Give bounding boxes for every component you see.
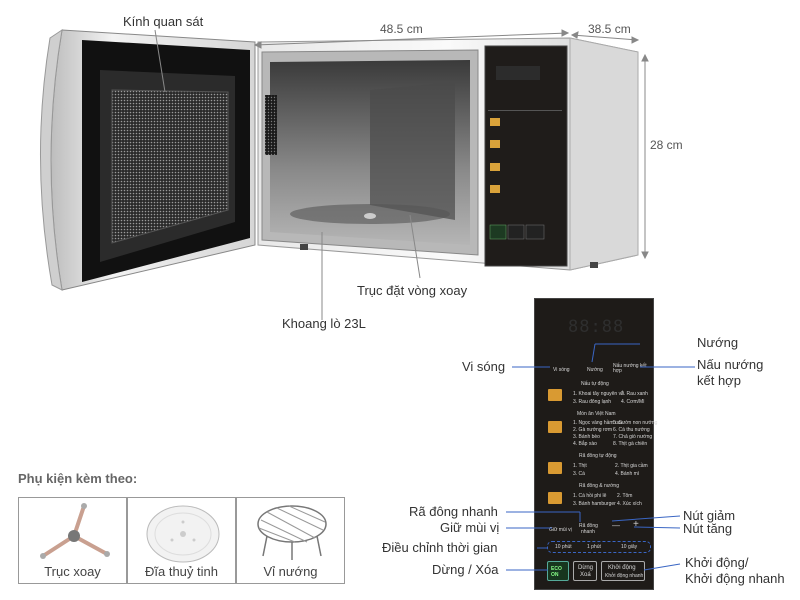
callout-increase: Nút tăng <box>683 521 733 536</box>
callout-grill: Nướng <box>697 335 739 350</box>
panel-mode-microwave[interactable]: Vi sóng <box>553 367 570 373</box>
defrost-cook-item: 1. Cá hồi phi lê <box>573 493 607 499</box>
callout-start-1: Khởi động/ <box>685 555 749 570</box>
panel-time-1min[interactable]: 1 phút <box>587 544 601 550</box>
auto-cook-item: 3. Rau đông lạnh <box>573 399 612 405</box>
auto-defrost-icon[interactable] <box>548 462 562 474</box>
auto-defrost-item: 4. Bánh mì <box>615 471 640 477</box>
control-panel-closeup: 88:88 Vi sóng Nướng Nấu nướng kết hợp Nấ… <box>534 298 658 590</box>
cavity-label: Khoang lò 23L <box>282 316 366 331</box>
panel-time-10min[interactable]: 10 phút <box>555 544 572 550</box>
accessory-turntable-shaft: Trục xoay <box>18 497 127 584</box>
panel-mode-grill[interactable]: Nướng <box>587 367 603 373</box>
eco-on-text: ON <box>551 572 559 578</box>
panel-plus-button[interactable]: + <box>633 519 639 530</box>
viet-dish-icon[interactable] <box>548 421 562 433</box>
turntable-shaft-icon <box>40 503 110 559</box>
callout-time-adjust: Điều chỉnh thời gian <box>382 540 498 555</box>
panel-start-button[interactable]: Khởi động Khởi động nhanh <box>601 561 645 581</box>
callout-combo-1: Nấu nướng <box>697 357 764 372</box>
callout-microwave: Vi sóng <box>462 359 506 374</box>
viet-item: 7. Chả giò nướng <box>613 434 653 440</box>
callout-quick-defrost: Rã đông nhanh <box>409 504 498 519</box>
auto-cook-item: 4. Cơm/Mì <box>621 399 645 405</box>
auto-defrost-item: 3. Cá <box>573 471 585 477</box>
accessories-title: Phụ kiện kèm theo: <box>18 471 138 486</box>
panel-eco-button[interactable]: ECO ON <box>547 561 569 581</box>
accessory-caption: Trục xoay <box>44 564 101 579</box>
accessory-glass-plate: Đĩa thuỷ tinh <box>127 497 236 584</box>
turntable-shaft-label: Trục đặt vòng xoay <box>357 283 468 298</box>
eco-text: ECO <box>551 566 562 572</box>
panel-quick-defrost-2[interactable]: nhanh <box>581 529 595 535</box>
auto-cook-item: 1. Khoai tây nguyên vỏ <box>573 391 624 397</box>
callout-decrease: Nút giảm <box>683 508 736 523</box>
viet-item: 4. Bắp xào <box>573 441 597 447</box>
glass-plate-icon <box>146 505 220 563</box>
auto-defrost-item: 1. Thịt <box>573 463 587 469</box>
panel-keep-flavor[interactable]: Giữ mùi vị <box>549 527 572 533</box>
viet-item: 3. Bánh bèo <box>573 434 600 440</box>
viet-item: 1. Ngọc vàng hầm rau <box>573 420 623 426</box>
time-buttons-group <box>547 541 651 553</box>
auto-cook-item: 2. Rau xanh <box>621 391 648 397</box>
dimension-lines <box>154 29 649 320</box>
accessory-caption: Đĩa thuỷ tinh <box>145 564 218 579</box>
oven-body <box>257 37 639 271</box>
callout-keep-flavor: Giữ mùi vị <box>440 520 500 535</box>
viet-item: 8. Thịt gà chiên <box>613 441 648 447</box>
viet-item: 2. Gà nướng rơm <box>573 427 613 433</box>
panel-auto-defrost-title: Rã đông tự động <box>579 453 617 459</box>
clear-text: Xoá <box>580 572 591 578</box>
accessory-grill-rack: Vỉ nướng <box>236 497 345 584</box>
viet-item: 6. Cá thu nướng <box>613 427 650 433</box>
defrost-cook-item: 2. Tôm <box>617 493 633 499</box>
auto-cook-icon[interactable] <box>548 389 562 401</box>
panel-minus-button[interactable]: — <box>612 521 620 530</box>
defrost-cook-icon[interactable] <box>548 492 562 504</box>
callout-stop-clear: Dừng / Xóa <box>432 562 499 577</box>
stop-text: Dừng <box>578 565 594 571</box>
defrost-cook-item: 4. Xúc xích <box>617 501 642 507</box>
panel-quick-defrost-1[interactable]: Rã đông <box>579 523 598 529</box>
viet-item: 5. Sườn non nướng <box>613 420 658 426</box>
defrost-cook-item: 3. Bánh hamburger <box>573 501 616 507</box>
auto-defrost-item: 2. Thịt gia cầm <box>615 463 648 469</box>
panel-time-10sec[interactable]: 10 giây <box>621 544 638 550</box>
width-dimension: 48.5 cm <box>380 22 423 36</box>
callout-combo-2: kết hợp <box>697 373 741 388</box>
panel-stop-button[interactable]: Dừng Xoá <box>573 561 597 581</box>
quick-start-text: Khởi động nhanh <box>605 573 644 579</box>
viewing-glass-label: Kính quan sát <box>123 14 204 29</box>
callout-start-2: Khởi động nhanh <box>685 571 785 586</box>
grill-rack-icon <box>257 505 327 560</box>
height-dimension: 28 cm <box>650 138 683 152</box>
door <box>40 28 256 291</box>
depth-dimension: 38.5 cm <box>588 22 631 36</box>
panel-auto-cook-title: Nấu tự động <box>581 381 609 387</box>
panel-defrost-cook-title: Rã đông & nướng <box>579 483 619 489</box>
panel-mode-combo[interactable]: Nấu nướng kết hợp <box>613 363 647 374</box>
start-text: Khởi động <box>608 565 636 571</box>
panel-viet-title: Món ăn Việt Nam <box>577 411 616 417</box>
accessory-caption: Vỉ nướng <box>263 564 318 579</box>
panel-display: 88:88 <box>568 317 625 337</box>
